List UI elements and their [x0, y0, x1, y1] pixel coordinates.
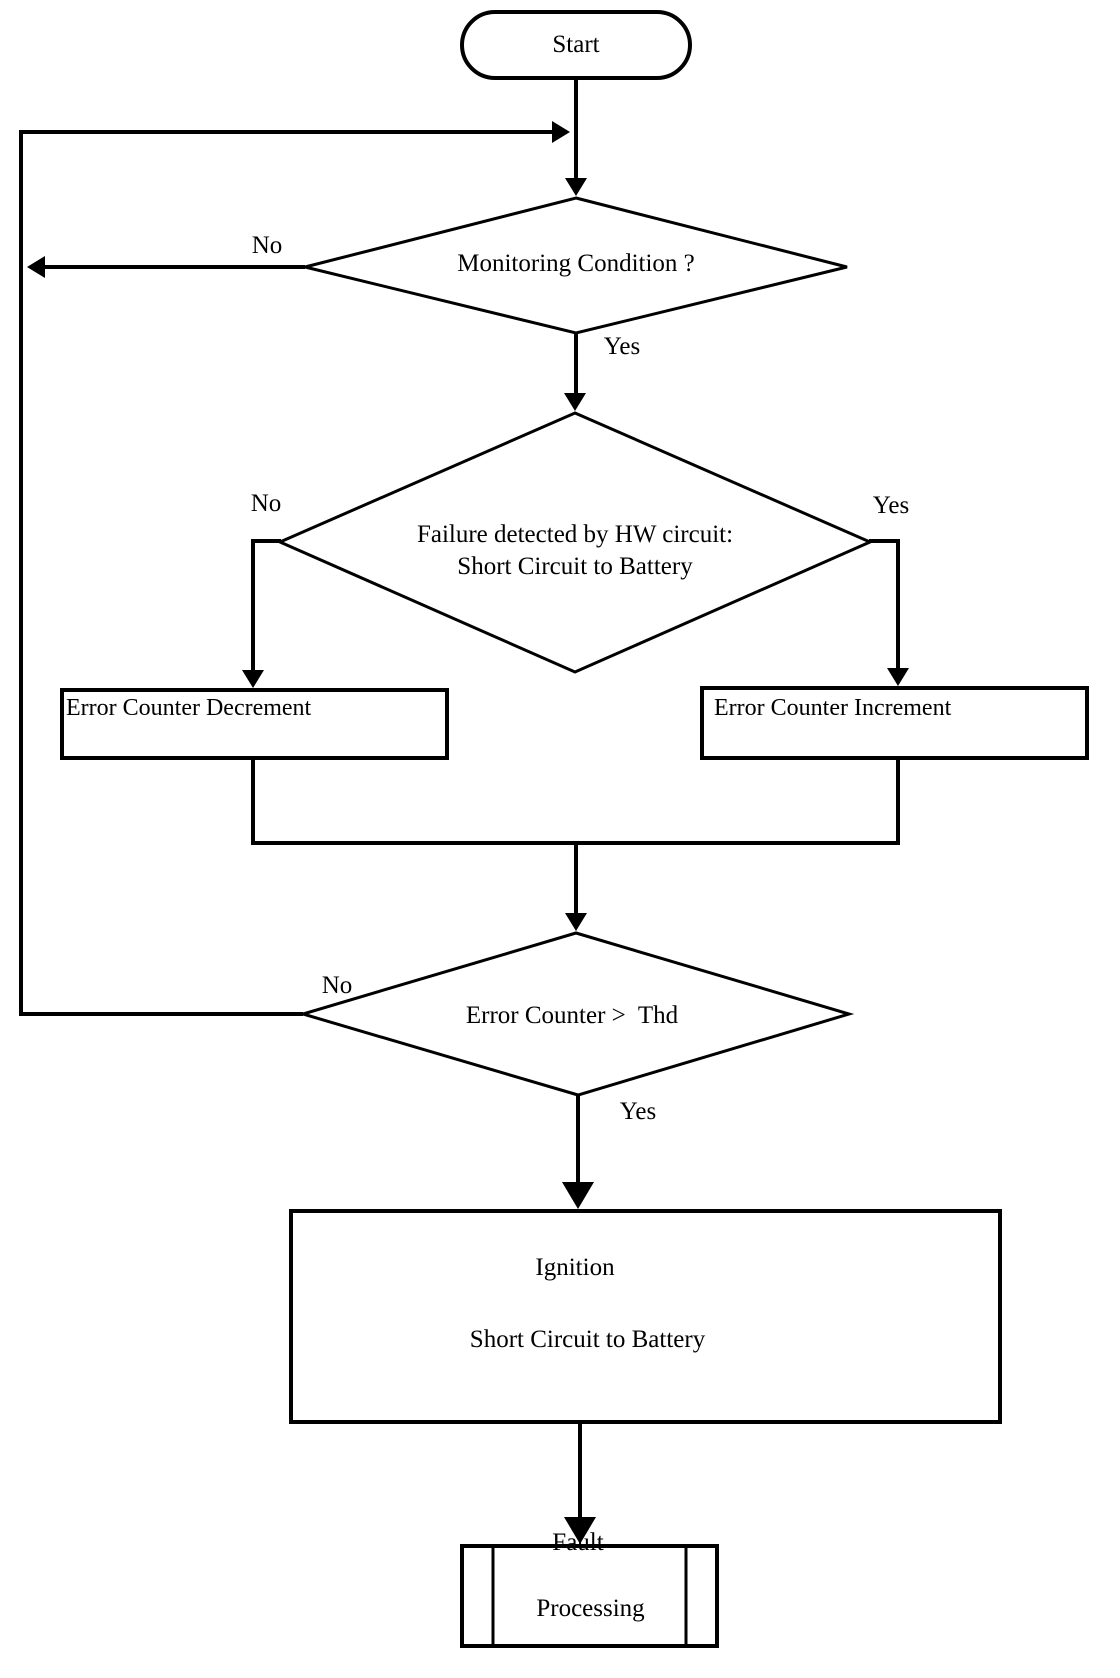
threshold-no-label: No [321, 972, 353, 999]
arrowhead-into-fault [564, 1517, 596, 1544]
arrowhead-into-monitoring [565, 178, 587, 196]
start-label: Start [552, 31, 600, 58]
failure-yes-label: Yes [872, 492, 910, 519]
ignition-label: Ignition Short Circuit to Battery [445, 1250, 705, 1394]
fault-label-line2: Processing [536, 1595, 645, 1622]
monitoring-no-label: No [251, 232, 283, 259]
arrowhead-into-threshold [565, 913, 587, 931]
failure-detected-label-line2: Short Circuit to Battery [457, 553, 693, 580]
threshold-yes-label: Yes [619, 1098, 657, 1125]
arrowhead-into-increment [887, 668, 909, 686]
failure-detected-label-line1: Failure detected by HW circuit: [416, 521, 734, 548]
arrowhead-into-failure [564, 393, 586, 411]
edge-failure-yes [869, 539, 900, 672]
failure-detected-diamond-shape [276, 411, 874, 674]
fault-label-line1: Fault [552, 1529, 604, 1556]
monitoring-yes-label: Yes [603, 333, 641, 360]
edge-failure-no [251, 539, 281, 674]
arrowhead-into-ignition [562, 1182, 594, 1209]
error-counter-decrement-label: Error Counter Decrement [66, 695, 312, 721]
arrowhead-monitoring-no [27, 256, 45, 278]
error-counter-threshold-label: Error Counter > Thd [465, 1002, 679, 1029]
arrowhead-loopback-merge [552, 121, 570, 143]
failure-no-label: No [250, 490, 282, 517]
ignition-label-line1: Ignition [535, 1254, 615, 1281]
fault-processing-label: Fault Processing [511, 1526, 644, 1658]
fault-processing-predefined-box-shape [460, 1544, 719, 1648]
ignition-label-line2: Short Circuit to Battery [469, 1326, 706, 1353]
error-counter-increment-label: Error Counter Increment [714, 695, 952, 721]
error-counter-increment-box-shape [700, 686, 1089, 760]
arrowhead-into-decrement [242, 670, 264, 688]
monitoring-condition-label: Monitoring Condition ? [457, 250, 695, 277]
ignition-box-shape [289, 1209, 1002, 1424]
